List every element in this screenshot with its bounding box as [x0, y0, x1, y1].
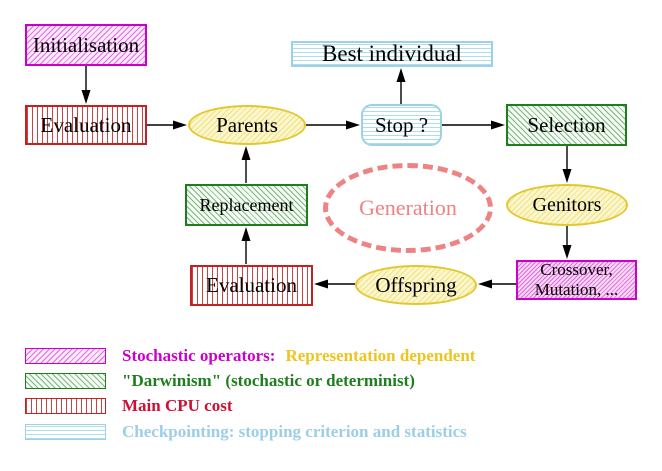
arrow-selection-to-genitors: [562, 146, 572, 183]
legend-row-stochastic-operators: Stochastic operators: Representation dep…: [25, 346, 476, 365]
arrow-initialisation-to-evaluation: [81, 66, 91, 104]
node-genitors-label: Genitors: [532, 193, 602, 216]
legend-label-stochastic-operators: Stochastic operators:: [122, 346, 276, 365]
arrow-evaluation-to-replacement: [241, 227, 251, 264]
arrow-stop-to-best-individual: [396, 68, 406, 104]
node-evaluation-bottom: Evaluation: [190, 265, 313, 306]
node-evaluation-top: Evaluation: [25, 105, 147, 145]
node-offspring: Offspring: [355, 265, 477, 305]
node-crossover-line2: Mutation, ...: [534, 280, 619, 299]
node-best-individual-label: Best individual: [322, 40, 462, 66]
arrow-offspring-to-evaluation: [314, 279, 355, 289]
legend-swatch-red-stripes: [25, 398, 106, 414]
legend-label-darwinism: "Darwinism" (stochastic or determinist): [122, 371, 415, 390]
node-selection: Selection: [506, 104, 627, 146]
arrow-crossover-to-offspring: [478, 279, 516, 289]
node-initialisation: Initialisation: [25, 24, 147, 66]
node-evaluation-bottom-label: Evaluation: [206, 273, 297, 298]
arrow-replacement-to-parents: [241, 146, 251, 183]
node-best-individual: Best individual: [291, 41, 493, 67]
legend-label-checkpointing: Checkpointing: stopping criterion and st…: [122, 422, 467, 441]
node-genitors: Genitors: [506, 184, 628, 226]
legend-row-darwinism: "Darwinism" (stochastic or determinist): [25, 371, 415, 390]
node-stop-label: Stop ?: [374, 112, 429, 137]
node-offspring-label: Offspring: [375, 272, 457, 297]
arrow-parents-to-stop: [306, 120, 360, 130]
legend-swatch-cyan-stripes: [25, 424, 106, 440]
arrow-evaluation-to-parents: [147, 120, 187, 130]
node-replacement: Replacement: [185, 184, 308, 226]
node-parents: Parents: [188, 105, 306, 145]
legend-swatch-magenta-hatch: [25, 348, 106, 364]
arrow-genitors-to-crossover: [562, 226, 572, 259]
node-evaluation-top-label: Evaluation: [40, 112, 132, 137]
legend-label-main-cpu-cost: Main CPU cost: [122, 396, 233, 415]
node-generation-label: Generation: [359, 195, 457, 221]
legend-row-main-cpu-cost: Main CPU cost: [25, 396, 233, 415]
node-parents-label: Parents: [216, 112, 278, 137]
legend-label-representation-dependent: Representation dependent: [285, 346, 476, 365]
node-crossover-mutation: Crossover, Mutation, ...: [516, 260, 637, 300]
node-generation: Generation: [323, 163, 493, 253]
legend-row-checkpointing: Checkpointing: stopping criterion and st…: [25, 422, 467, 441]
node-stop: Stop ?: [361, 104, 442, 146]
node-selection-label: Selection: [527, 112, 606, 137]
legend-swatch-green-hatch: [25, 373, 106, 389]
node-initialisation-label: Initialisation: [32, 32, 140, 57]
arrow-stop-to-selection: [442, 120, 505, 130]
node-crossover-line1: Crossover,: [540, 259, 613, 279]
node-replacement-label: Replacement: [199, 194, 294, 215]
